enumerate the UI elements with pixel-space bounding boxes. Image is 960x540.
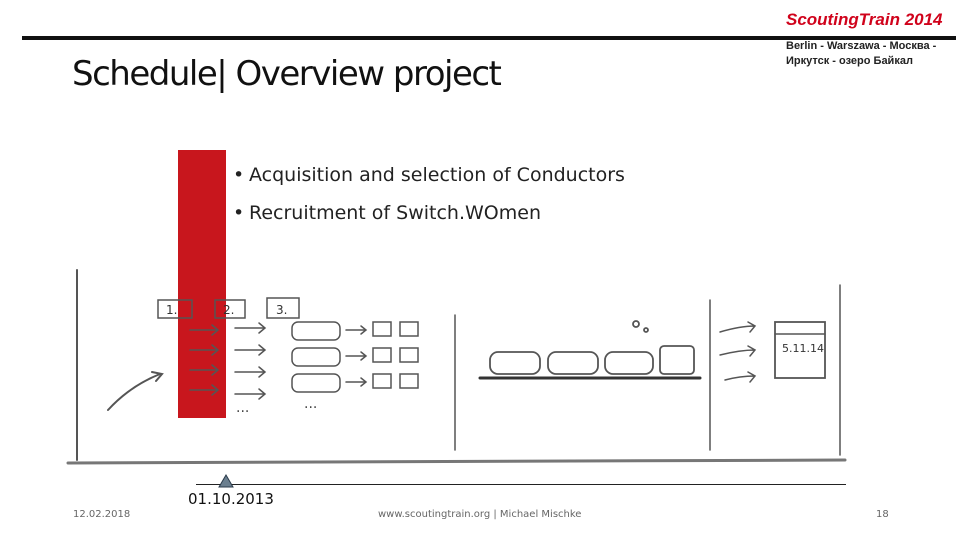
brand-route-line1: Berlin - Warszawa - Москва - [786,40,937,52]
timeline-sketch: 1. 2. 3. [66,269,847,465]
step-label-2: 2. [223,303,234,317]
milestone-date: 01.10.2013 [188,490,274,508]
current-phase-highlight [178,150,226,418]
entry-arrow-icon [107,373,161,411]
brand-title: ScoutingTrain 2014 [786,10,943,29]
step-label-1: 1. [166,303,177,317]
bullet-item: •Acquisition and selection of Conductors [233,156,625,194]
bullet-list: •Acquisition and selection of Conductors… [233,156,625,232]
step-box-3 [266,297,300,319]
calendar-icon [774,321,826,379]
bus-icon [291,321,341,393]
bullet-icon: • [233,164,245,186]
calendar-date: 5.11.14 [782,342,824,355]
ellipsis-2: ... [304,396,317,412]
arrow-icon [189,322,267,400]
page-title: Schedule| Overview project [72,54,502,94]
footer-url[interactable]: www.scoutingtrain.org | Michael Mischke [378,509,582,520]
step-box-1 [157,299,193,319]
bullet-text: Acquisition and selection of Conductors [249,164,625,186]
bullet-item: •Recruitment of Switch.WOmen [233,194,625,232]
footer-date: 12.02.2018 [73,509,131,520]
triangle-marker-icon [218,474,234,488]
bullet-text: Recruitment of Switch.WOmen [249,202,541,224]
step-box-2 [214,299,246,319]
bullet-icon: • [233,202,245,224]
brand-route-line2: Иркутск - озеро Байкал [786,55,913,67]
ellipsis-1: ... [236,400,249,416]
header-divider [22,36,956,40]
step-label-3: 3. [276,303,287,317]
footer-divider [196,484,846,485]
timeline-axis [66,458,847,465]
page-number: 18 [876,509,889,520]
train-icon [478,320,702,380]
